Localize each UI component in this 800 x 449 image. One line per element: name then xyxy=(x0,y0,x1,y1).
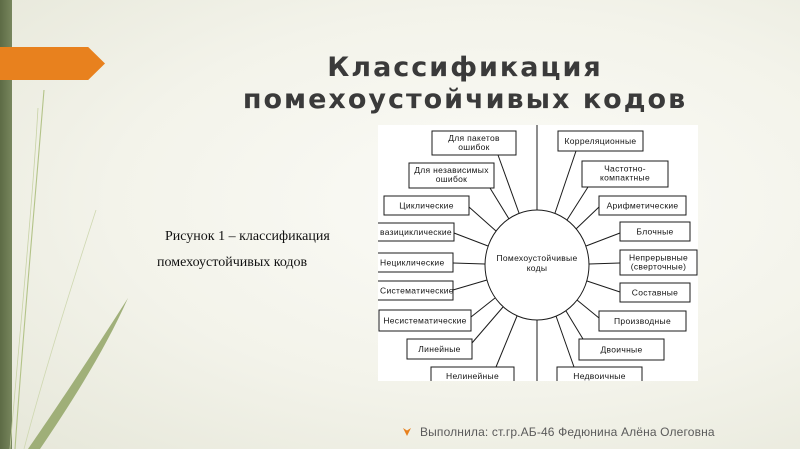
node-label: Арифметические xyxy=(607,201,679,211)
node-independent-error: Для независимых ошибок xyxy=(408,162,495,189)
node-non-cyclic: Нециклические xyxy=(378,252,454,273)
node-label: Нелинейные xyxy=(446,371,499,381)
figure-caption: Рисунок 1 – классификация помехоустойчив… xyxy=(157,224,377,276)
slide-title-line: Классификация xyxy=(327,52,603,83)
node-box xyxy=(619,282,691,303)
node-quasi-cyclic: вазициклические xyxy=(378,222,455,242)
connector-lines xyxy=(452,125,621,381)
node-label: Производные xyxy=(614,316,671,326)
node-label: (сверточные) xyxy=(631,262,687,272)
author-line: Выполнила: ст.гр.АБ-46 Федюнина Алёна Ол… xyxy=(402,424,715,440)
node-label: Несистематические xyxy=(383,316,466,326)
node-composite: Составные xyxy=(619,282,691,303)
node-label: Для пакетов xyxy=(448,133,500,143)
node-box xyxy=(581,160,669,188)
node-box xyxy=(557,130,644,152)
node-label: ошибок xyxy=(436,174,467,184)
wisp-wedge xyxy=(28,298,128,449)
node-cyclic: Циклические xyxy=(383,195,470,216)
node-box xyxy=(598,195,687,216)
node-box xyxy=(408,162,495,189)
wisp-line xyxy=(23,209,97,449)
node-box xyxy=(378,222,455,242)
center-label: Помехоустойчивые xyxy=(496,253,577,263)
node-label: Частотно- xyxy=(604,164,646,174)
node-label: Систематические xyxy=(380,286,454,296)
node-box xyxy=(619,249,698,276)
node-box xyxy=(619,221,691,242)
node-label: Двоичные xyxy=(600,345,642,355)
center-node: Помехоустойчивые коды xyxy=(484,209,590,321)
node-box xyxy=(431,130,517,156)
node-linear: Линейные xyxy=(406,338,473,360)
node-box xyxy=(556,366,643,381)
node-systematic: Систематические xyxy=(378,280,454,301)
node-block: Блочные xyxy=(619,221,691,242)
figure-caption-line: помехоустойчивых кодов xyxy=(157,255,308,270)
node-label: компактные xyxy=(600,173,650,183)
node-label: Корреляционные xyxy=(565,136,637,146)
center-label: коды xyxy=(527,263,548,273)
node-label: Нециклические xyxy=(380,258,445,268)
wisp-line xyxy=(14,89,45,449)
slide-title-line: помехоустойчивых кодов xyxy=(242,84,688,115)
slide-title: Классификация помехоустойчивых кодов xyxy=(235,52,695,116)
title-accent-arrow xyxy=(0,47,105,80)
node-label: Составные xyxy=(632,288,678,298)
node-label: Циклические xyxy=(399,201,453,211)
center-ellipse xyxy=(484,209,590,321)
node-label: Блочные xyxy=(636,227,673,237)
classification-diagram: Помехоустойчивые коды Для пакетов ошибок… xyxy=(378,125,698,381)
node-box xyxy=(378,309,472,332)
node-binary: Двоичные xyxy=(578,338,665,361)
node-convolutional: Непрерывные (сверточные) xyxy=(619,249,698,276)
sidebar-stripe xyxy=(0,0,12,449)
node-frequency-compact: Частотно- компактные xyxy=(581,160,669,188)
wisp-line xyxy=(9,107,39,449)
node-box xyxy=(598,310,687,332)
node-box xyxy=(378,280,454,301)
node-non-systematic: Несистематические xyxy=(378,309,472,332)
node-label: Линейные xyxy=(418,344,460,354)
author-text: Выполнила: ст.гр.АБ-46 Федюнина Алёна Ол… xyxy=(420,425,715,439)
node-label: Недвоичные xyxy=(573,371,626,381)
node-correlation: Корреляционные xyxy=(557,130,644,152)
node-derivative: Производные xyxy=(598,310,687,332)
node-burst-error: Для пакетов ошибок xyxy=(431,130,517,156)
node-box xyxy=(378,252,454,273)
node-box xyxy=(406,338,473,360)
node-label: Для независимых xyxy=(414,165,489,175)
node-box xyxy=(430,366,515,381)
node-label: ошибок xyxy=(458,142,489,152)
node-label: Непрерывные xyxy=(629,253,688,263)
node-label: вазициклические xyxy=(380,227,452,237)
node-nonlinear: Нелинейные xyxy=(430,366,515,381)
node-arithmetic: Арифметические xyxy=(598,195,687,216)
node-box xyxy=(578,338,665,361)
arrow-bullet-icon xyxy=(403,428,411,436)
node-nonbinary: Недвоичные xyxy=(556,366,643,381)
figure-caption-line: Рисунок 1 – классификация xyxy=(165,229,330,244)
node-box xyxy=(383,195,470,216)
